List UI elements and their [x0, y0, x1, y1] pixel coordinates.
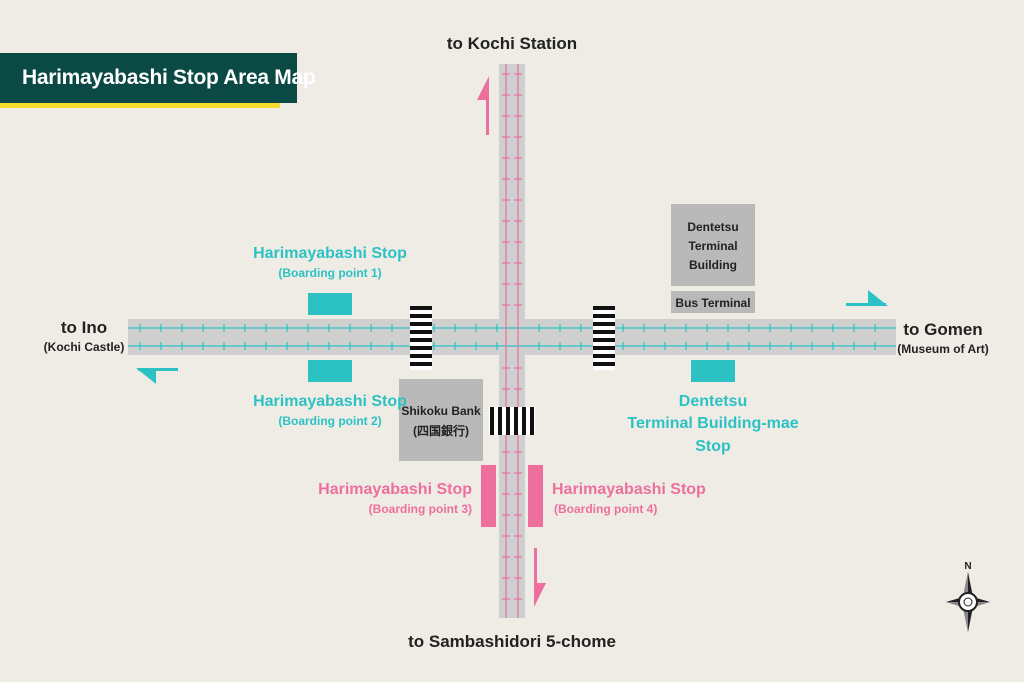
- shikoku-bank-building: [399, 379, 483, 461]
- arrow-north-icon: [477, 76, 489, 135]
- direction-south-label: to Sambashidori 5-chome: [408, 632, 616, 651]
- bus-terminal: [671, 291, 755, 313]
- crosswalk-south: [489, 407, 535, 435]
- east-west-tram-tracks: [128, 324, 896, 350]
- title-banner: [0, 53, 297, 103]
- dentetsu-terminal-building: [671, 204, 755, 286]
- bus-terminal-label: Bus Terminal: [675, 296, 751, 310]
- dentetsu-stop-line2: Terminal Building-mae: [627, 415, 799, 432]
- compass-north-label: N: [964, 561, 972, 572]
- boarding-point-4-platform: [528, 465, 543, 527]
- boarding-point-4-label: (Boarding point 4): [554, 502, 658, 516]
- compass-rose-icon: [946, 572, 990, 632]
- boarding-point-3-platform: [481, 465, 496, 527]
- north-south-road: [499, 64, 525, 618]
- crosswalk-east: [593, 306, 615, 370]
- direction-west-sublabel: (Kochi Castle): [43, 340, 125, 354]
- terminal-building-line2: Terminal: [688, 239, 738, 253]
- crosswalk-west: [410, 306, 432, 370]
- boarding-point-2-label: (Boarding point 2): [278, 414, 382, 428]
- north-south-tram-tracks: [502, 64, 522, 618]
- shikoku-bank-japanese-label: (四国銀行): [413, 424, 469, 438]
- boarding-point-2-platform: [308, 360, 352, 382]
- arrow-east-icon: [846, 290, 888, 306]
- terminal-building-line3: Building: [689, 258, 737, 272]
- map-title: Harimayabashi Stop Area Map: [22, 66, 316, 89]
- direction-east-label: to Gomen: [903, 320, 983, 339]
- terminal-building-line1: Dentetsu: [687, 220, 739, 234]
- arrow-west-icon: [136, 368, 178, 384]
- shikoku-bank-label: Shikoku Bank: [401, 404, 481, 418]
- boarding-point-4-name: Harimayabashi Stop: [552, 481, 706, 498]
- boarding-point-1-platform: [308, 293, 352, 315]
- dentetsu-stop-platform: [691, 360, 735, 382]
- dentetsu-stop-line1: Dentetsu: [678, 393, 748, 410]
- boarding-point-2-name: Harimayabashi Stop: [253, 393, 407, 410]
- direction-north-label: to Kochi Station: [446, 34, 578, 53]
- title-underline: [0, 103, 280, 108]
- boarding-point-1-name: Harimayabashi Stop: [253, 245, 407, 262]
- boarding-point-1-label: (Boarding point 1): [278, 266, 382, 280]
- boarding-point-3-label: (Boarding point 3): [368, 502, 472, 516]
- boarding-point-3-name: Harimayabashi Stop: [318, 481, 472, 498]
- dentetsu-stop-line3: Stop: [695, 438, 731, 455]
- arrow-south-icon: [534, 548, 546, 607]
- direction-east-sublabel: (Museum of Art): [897, 342, 989, 356]
- direction-west-label: to Ino: [60, 318, 108, 337]
